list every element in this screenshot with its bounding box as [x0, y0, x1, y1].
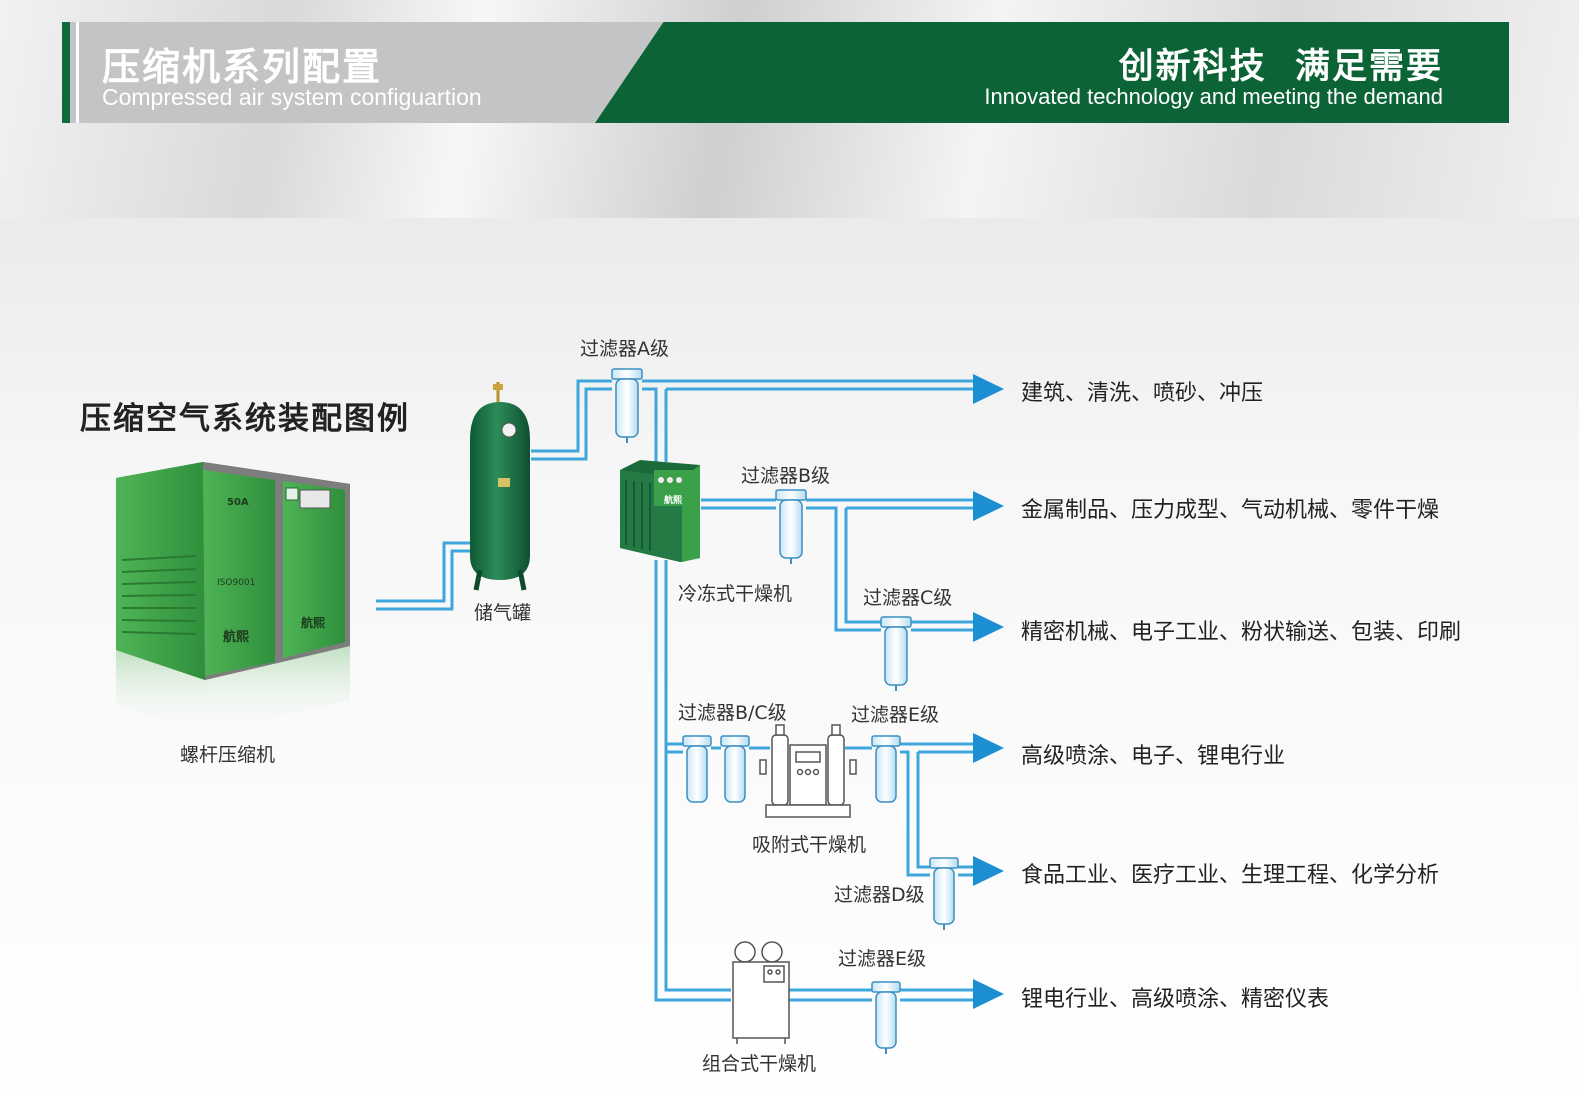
filter-c-label: 过滤器C级 — [863, 587, 953, 609]
arrow-app-1 — [973, 374, 1004, 404]
header-green-bar — [595, 22, 1509, 123]
arrow-app-5 — [973, 856, 1004, 886]
adsorption-dryer-icon — [759, 724, 857, 818]
slogan-en: Innovated technology and meeting the dem… — [984, 84, 1443, 109]
pipe-tank-filter-a — [531, 379, 612, 453]
application-3: 精密机械、电子工业、粉状输送、包装、印刷 — [1021, 620, 1462, 645]
filter-a-icon — [611, 368, 643, 443]
application-5: 食品工业、医疗工业、生理工程、化学分析 — [1021, 863, 1440, 888]
air-tank-icon — [470, 382, 530, 591]
adsorption-dryer-label: 吸附式干燥机 — [752, 834, 867, 856]
header-title-cn: 压缩机系列配置 — [102, 45, 383, 89]
combined-dryer-icon — [732, 941, 790, 1044]
filter-bc-label: 过滤器B/C级 — [678, 702, 787, 724]
filter-e2-label: 过滤器E级 — [838, 948, 927, 970]
filter-bc-2-icon — [720, 735, 750, 803]
compressor-model-label: 50A — [227, 497, 249, 508]
header-accent-stripe — [62, 22, 70, 123]
refrigerated-dryer-icon — [620, 460, 700, 562]
filter-c-icon — [880, 616, 912, 691]
filter-e2-icon — [871, 981, 901, 1054]
header-title-en: Compressed air system configuartion — [102, 84, 482, 110]
arrow-app-3 — [973, 612, 1004, 642]
filter-bc-1-icon — [682, 735, 712, 803]
compressor-cert-label: ISO9001 — [217, 578, 256, 588]
arrow-app-4 — [973, 733, 1004, 763]
arrow-app-2 — [973, 491, 1004, 521]
compressor-brand-left: 航熙 — [223, 630, 250, 645]
combined-dryer-label: 组合式干燥机 — [702, 1053, 817, 1075]
header-accent-stripe-white — [76, 22, 79, 123]
filter-b-icon — [775, 489, 807, 564]
refrigerated-dryer-label: 冷冻式干燥机 — [678, 583, 793, 605]
air-tank-label: 储气罐 — [474, 602, 532, 624]
filter-e-label: 过滤器E级 — [851, 704, 940, 726]
filter-e-icon — [871, 735, 901, 803]
pipe-filter-a-dryer — [642, 387, 658, 462]
arrows — [973, 374, 1004, 1009]
filter-b-label: 过滤器B级 — [741, 465, 831, 487]
compressor-icon — [116, 462, 350, 735]
refrigerated-dryer-brand: 航熙 — [664, 496, 683, 506]
pipe-compressor-tank-inner — [376, 549, 473, 611]
slogan-cn: 创新科技 满足需要 — [1118, 47, 1443, 87]
filter-a-label: 过滤器A级 — [580, 338, 669, 360]
application-6: 锂电行业、高级喷涂、精密仪表 — [1021, 987, 1330, 1012]
filter-d-label: 过滤器D级 — [834, 884, 925, 906]
application-1: 建筑、清洗、喷砂、冲压 — [1021, 381, 1264, 406]
arrow-app-6 — [973, 979, 1004, 1009]
compressor-brand-right: 航熙 — [301, 616, 326, 630]
diagram-title: 压缩空气系统装配图例 — [80, 401, 410, 437]
pipe-network — [376, 379, 975, 1002]
header-gray-bar — [62, 22, 702, 123]
application-4: 高级喷涂、电子、锂电行业 — [1021, 744, 1286, 769]
application-2: 金属制品、压力成型、气动机械、零件干燥 — [1021, 498, 1440, 523]
filter-d-icon — [929, 857, 959, 930]
compressor-label: 螺杆压缩机 — [180, 744, 276, 766]
pipe-compressor-tank — [376, 541, 473, 603]
pipe-tank-filter-a-inner — [531, 387, 612, 461]
